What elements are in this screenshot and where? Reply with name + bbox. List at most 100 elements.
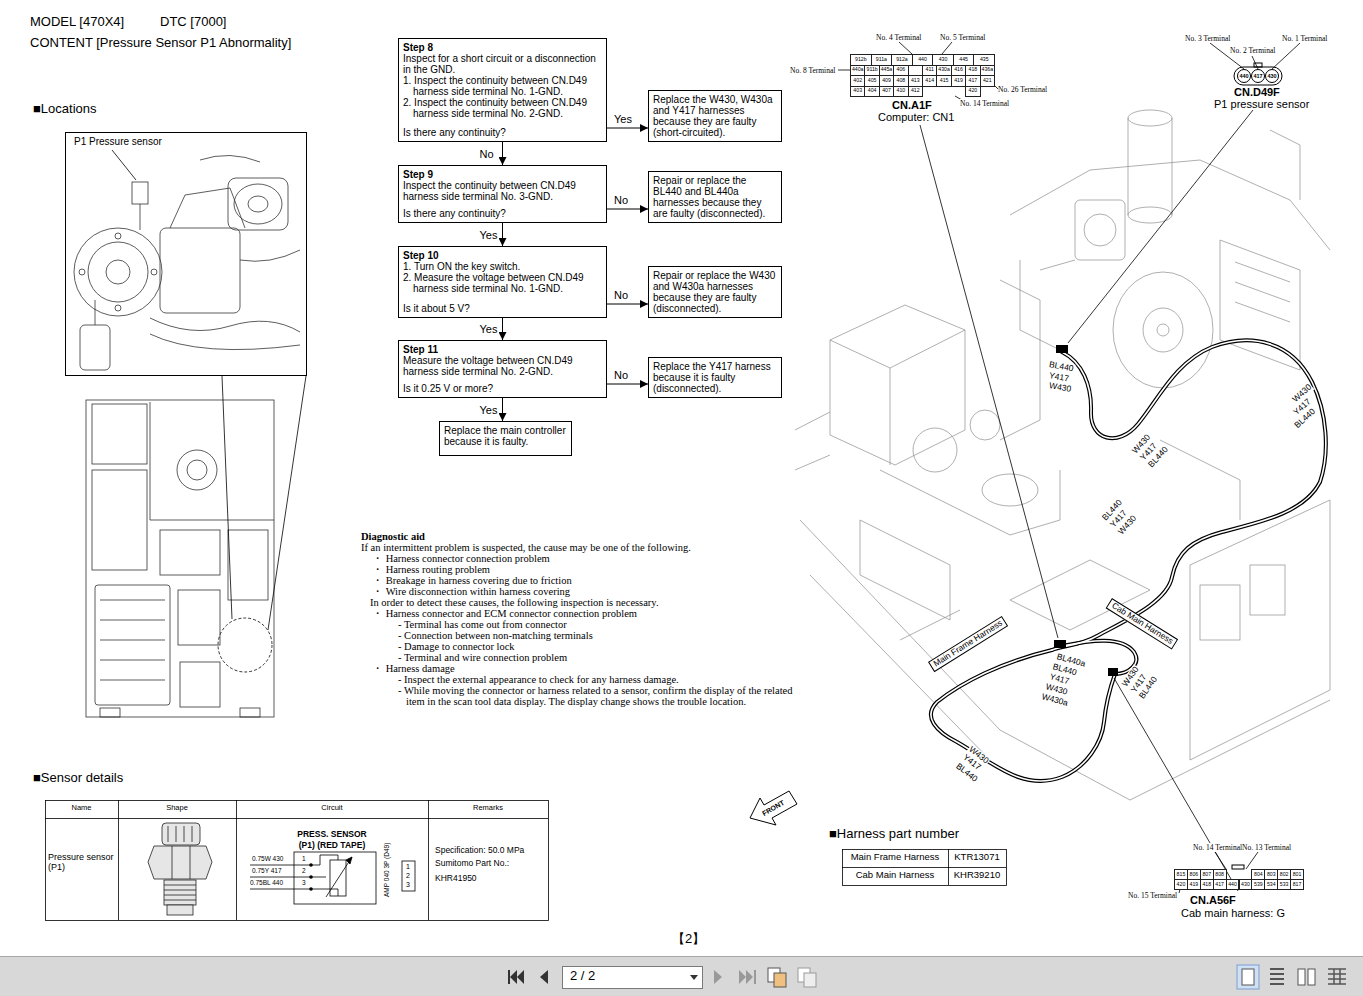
pump-sketch	[240, 250, 300, 261]
pin-cell: 817	[1290, 879, 1304, 890]
machine-sketch	[900, 610, 960, 640]
harness	[1052, 340, 1326, 650]
terminal-label: No. 1 Terminal	[1282, 34, 1327, 43]
viewer-toolbar	[540, 970, 548, 984]
sensor-table	[428, 800, 429, 920]
node-text: Replace the Y417 harness because it is f…	[653, 361, 777, 394]
circuit-dot	[309, 875, 313, 879]
pin-cell: 412	[908, 86, 923, 98]
leader-line	[112, 150, 136, 180]
machine-sketch	[1084, 214, 1116, 246]
leader-line	[838, 42, 998, 100]
pump-sketch	[150, 318, 300, 332]
machine-top-view	[178, 590, 220, 645]
viewer-toolbar	[563, 967, 703, 989]
node-text: Replace the main controller because it i…	[444, 425, 567, 447]
note-text: ・ Harness routing problem	[372, 564, 490, 575]
viewer-toolbar	[1270, 969, 1284, 984]
wire-label: Cab Main Harness	[1106, 598, 1179, 649]
wire-label: Main Frame Harness	[928, 616, 1008, 672]
node-text: 2. Measure the voltage between CN.D49 ha…	[403, 272, 602, 294]
result-box: Replace the main controller because it i…	[439, 421, 572, 456]
circuit-dot	[309, 863, 313, 891]
machine-sketch	[1270, 130, 1300, 200]
direction-label: FRONT	[761, 799, 786, 818]
pump-sketch	[200, 155, 260, 162]
flow-arrow	[502, 318, 503, 340]
machine-sketch	[795, 412, 830, 470]
machine-sketch	[830, 330, 965, 465]
terminal-label: No. 13 Terminal	[1242, 843, 1291, 852]
harness-table	[842, 849, 1007, 886]
leader-line	[920, 125, 1058, 638]
pin-circle: 430	[1265, 69, 1279, 83]
leader-line	[222, 376, 306, 630]
terminal-label: No. 4 Terminal	[876, 33, 921, 42]
location-frame: P1 Pressure sensor	[65, 132, 307, 376]
terminal-label: No. 14 Terminal	[960, 99, 1009, 108]
heading-text: ■Harness part number	[829, 827, 959, 842]
terminal-label: No. 2 Terminal	[1230, 46, 1275, 55]
circuit-symbol	[294, 852, 376, 904]
node-text: 1. Inspect the continuity between CN.D49…	[403, 75, 602, 97]
pin-circle: 417	[1251, 69, 1265, 83]
table-cell: Cab Main Harness	[842, 870, 948, 881]
machine-top-view	[95, 585, 170, 705]
machine-top-view	[240, 708, 260, 717]
pin-circle: 440	[1237, 69, 1251, 83]
machine-top-view	[187, 460, 207, 480]
pin-cell: 410	[893, 86, 908, 98]
wire-spec: 0.75Y 417	[252, 867, 282, 875]
machine-top-view	[160, 530, 220, 575]
pump-sketch	[248, 196, 268, 212]
viewer-toolbar	[508, 970, 510, 984]
table-cell: KHR39210	[948, 870, 1006, 881]
heading-text: ■Sensor details	[33, 771, 123, 786]
note-text: ・ Harness connector connection problem	[372, 553, 550, 564]
machine-sketch	[1128, 118, 1172, 215]
step-box: Step 101. Turn ON the key switch.2. Meas…	[398, 246, 607, 318]
harness-table	[842, 867, 1006, 868]
wire-label: W430	[1048, 381, 1074, 395]
flow-arrow	[607, 209, 648, 210]
machine-top-view	[177, 450, 217, 490]
edge-label: No	[479, 148, 495, 160]
table-header: Shape	[118, 804, 236, 813]
remark-text: Sumitomo Part No.:	[435, 859, 509, 869]
step-heading: Step 10	[403, 250, 602, 261]
pump-sketch	[74, 155, 300, 370]
pin-number: 1	[406, 863, 410, 871]
machine-sketch	[1128, 110, 1172, 126]
pin-cell: 417	[1213, 879, 1227, 890]
machine-sketch	[1190, 500, 1330, 760]
table-header: Name	[45, 804, 118, 813]
pump-sketch	[151, 269, 157, 275]
pin-cell: 539	[1251, 879, 1265, 890]
pin-cell: 419	[1187, 879, 1201, 890]
node-text: Replace the W430, W430a and Y417 harness…	[653, 94, 777, 138]
machine-sketch	[860, 520, 950, 620]
note-text: If an intermittent problem is suspected,…	[361, 542, 691, 553]
machine-sketch	[1157, 324, 1169, 336]
flow-arrow	[607, 128, 648, 129]
circuit-symbol	[250, 852, 415, 904]
connector-name: CN.A1F	[892, 99, 932, 111]
viewer-toolbar	[1237, 965, 1259, 989]
circuit-symbol	[250, 865, 311, 889]
pin-cell: 420	[1174, 879, 1188, 890]
machine-sketch	[1200, 585, 1240, 640]
note-text: Diagnostic aid	[361, 531, 425, 542]
viewer-toolbar	[746, 970, 753, 984]
note-text: ・ Harness connector and ECM connector co…	[372, 608, 637, 619]
viewer-toolbar	[804, 973, 816, 987]
pump-sketch	[115, 233, 121, 239]
machine-top-view	[218, 618, 272, 672]
machine-top-view	[180, 662, 220, 707]
pump-sketch	[106, 260, 130, 284]
node-text: Repair or replace the W430 and W430a har…	[653, 270, 777, 314]
machine-top-view	[150, 402, 274, 520]
pump-sketch	[95, 300, 96, 325]
machine-top-view	[86, 400, 274, 717]
leader-line	[268, 376, 306, 630]
